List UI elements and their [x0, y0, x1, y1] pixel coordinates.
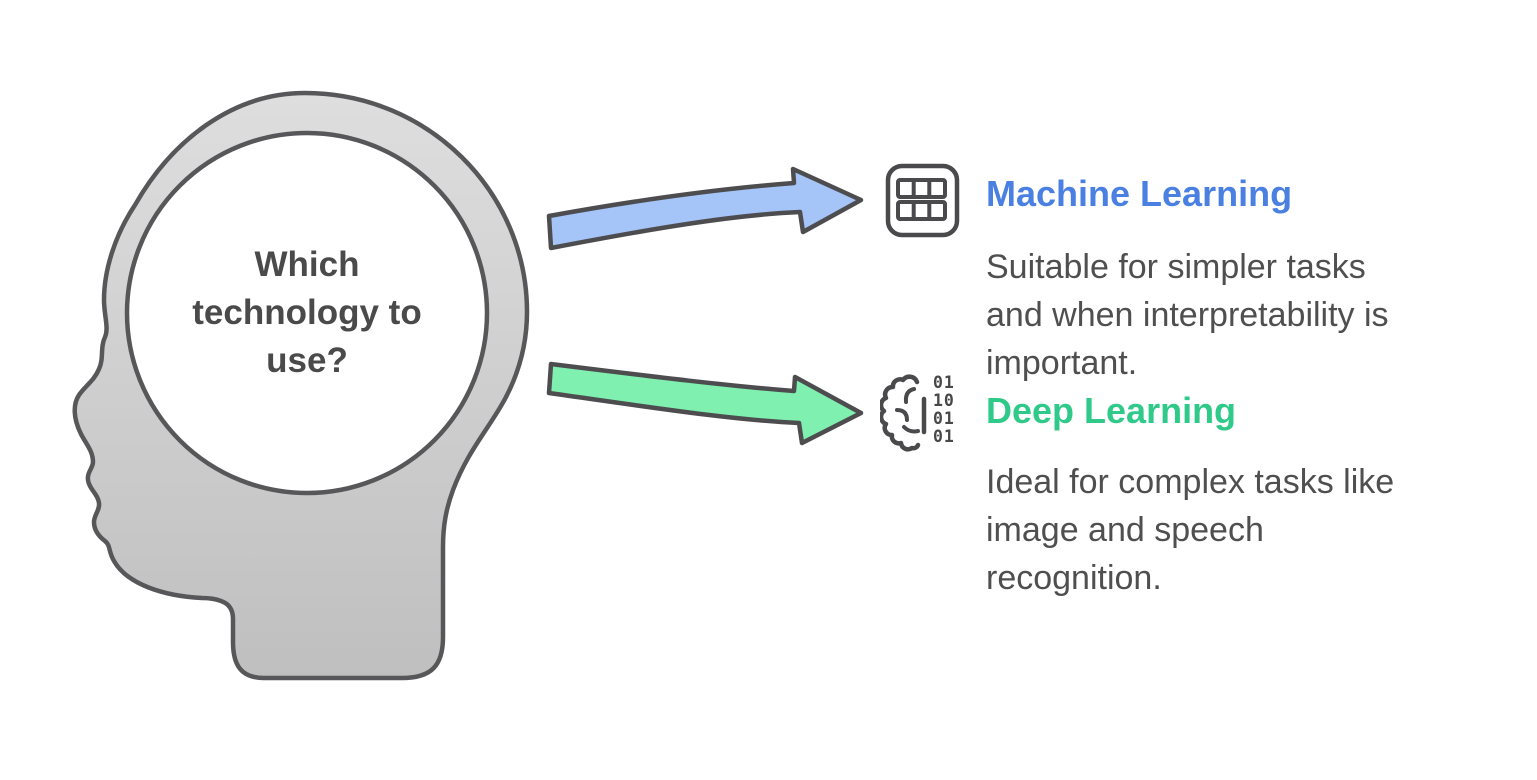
dl-description-line: image and speech: [986, 511, 1264, 549]
question-line: Which: [254, 245, 360, 284]
binary-row: 01: [933, 373, 955, 392]
dl-description-line: recognition.: [986, 559, 1162, 597]
binary-digits: 01 10 01 01: [933, 370, 955, 446]
brain-circle: [124, 130, 490, 496]
dl-arrow: [546, 361, 864, 446]
ml-description: Suitable for simpler tasks and when inte…: [986, 243, 1389, 387]
brain-binary-icon: 01 10 01 01: [880, 370, 955, 452]
binary-row: 10: [933, 391, 955, 410]
dl-title: Deep Learning: [986, 390, 1237, 431]
dl-description-line: Ideal for complex tasks like: [986, 463, 1395, 501]
ml-description-line: Suitable for simpler tasks: [986, 248, 1366, 286]
ml-arrow: [546, 166, 864, 251]
binary-row: 01: [933, 409, 955, 428]
question-line: use?: [266, 341, 348, 380]
half-brain-icon: [880, 374, 927, 452]
head-question-text: Which technology to use?: [147, 163, 467, 463]
table-grid-icon: [885, 163, 960, 238]
ml-title: Machine Learning: [986, 173, 1293, 214]
ml-description-line: and when interpretability is: [986, 296, 1389, 334]
ml-description-line: important.: [986, 344, 1138, 382]
binary-row: 01: [933, 427, 955, 446]
dl-description: Ideal for complex tasks like image and s…: [986, 458, 1394, 602]
question-line: technology to: [192, 293, 422, 332]
